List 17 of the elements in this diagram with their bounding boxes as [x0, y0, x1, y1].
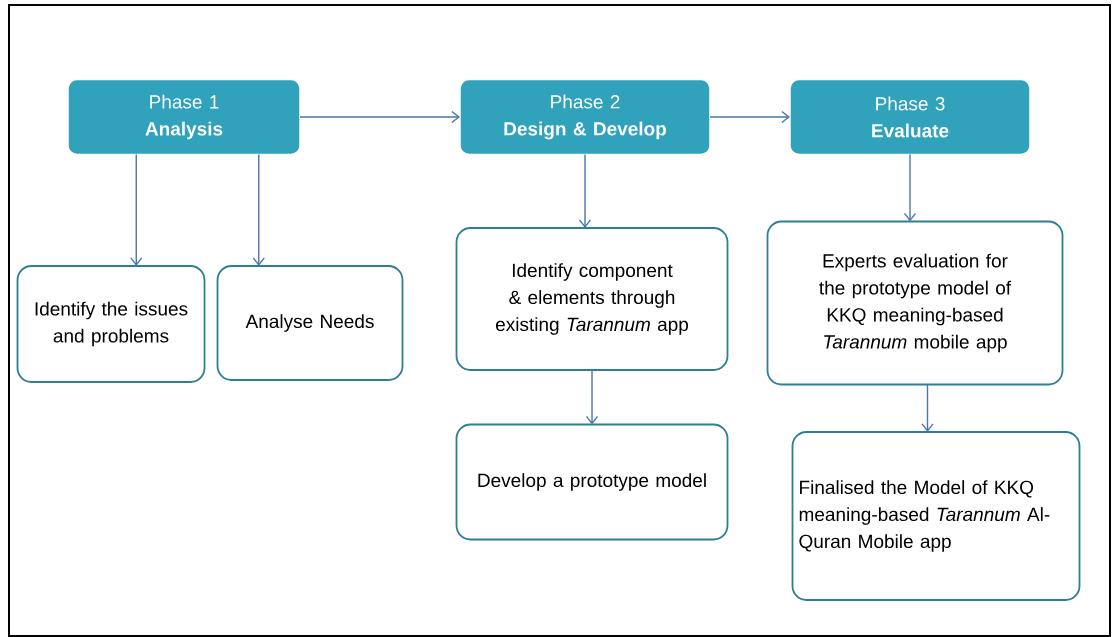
process-box: Analyse Needs: [216, 265, 404, 381]
arrow: [299, 110, 460, 124]
process-box: Identify the issues and problems: [16, 265, 206, 383]
arrow: [252, 153, 265, 266]
phase-box: Phase 2 Design & Develop: [459, 78, 711, 156]
arrow: [903, 153, 917, 222]
process-box: Experts evaluation for the prototype model of KKQ meaning-based Tarannum mobile app: [766, 220, 1064, 386]
arrow: [585, 369, 599, 425]
arrow: [709, 110, 790, 124]
phase-box: Phase 3 Evaluate: [789, 78, 1031, 156]
phase-box: Phase 1 Analysis: [67, 78, 301, 156]
arrow: [921, 383, 934, 432]
process-box: Identify component & elements through existing Tarannum app: [455, 227, 729, 371]
arrow: [578, 153, 592, 228]
process-box: Develop a prototype model: [455, 423, 729, 541]
process-box: Finalised the Model of KKQ meaning-based Tarannum Al-Quran Mobile app: [791, 431, 1081, 601]
arrow: [130, 153, 143, 266]
